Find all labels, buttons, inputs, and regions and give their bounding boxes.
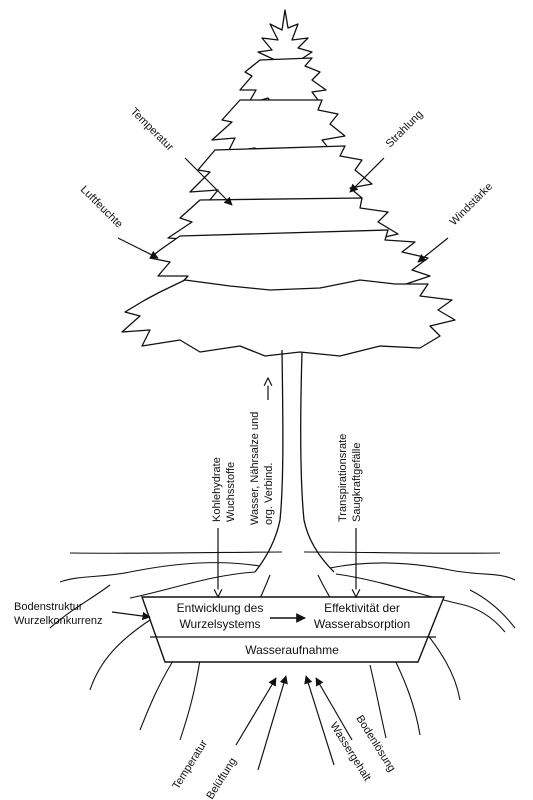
label-wasser-line1: Wasser, Nährsalze und xyxy=(249,412,261,525)
ground-line xyxy=(70,552,500,553)
label-kohlehydrate-line1: Kohlehydrate xyxy=(211,457,223,522)
label-soil-beluftung: Belüftung xyxy=(204,756,239,800)
arrow-soil-temperatur xyxy=(236,678,276,745)
box-wasseraufnahme: Wasseraufnahme xyxy=(245,643,339,657)
label-strahlung: Strahlung xyxy=(384,108,426,150)
label-temperatur: Temperatur xyxy=(128,106,176,154)
trunk xyxy=(255,350,334,572)
arrow-soil-wassergehalt xyxy=(306,676,334,765)
label-bodenstruktur: Bodenstruktur xyxy=(14,601,83,613)
arrow-soil-beluftung xyxy=(258,676,286,770)
arrow-windstaerke xyxy=(418,238,448,262)
label-soil-temperatur: Temperatur xyxy=(170,738,210,792)
arrow-luftfeuchte xyxy=(118,238,158,258)
box-effektivitaet-line2: Wasserabsorption xyxy=(314,617,410,631)
label-transpiration-line2: Saugkraftgefälle xyxy=(351,443,363,523)
box-entwicklung-line1: Entwicklung des xyxy=(177,601,264,615)
arrow-bodenstruktur xyxy=(112,612,150,617)
label-luftfeuchte: Luftfeuchte xyxy=(78,184,125,231)
root-process-box: Entwicklung des Wurzelsystems Effektivit… xyxy=(142,597,444,662)
crown-tip xyxy=(258,10,312,60)
label-kohlehydrate-line2: Wuchsstoffe xyxy=(225,462,237,522)
box-effektivitaet-line1: Effektivität der xyxy=(324,601,400,615)
label-wasser-line2: org. Verbind. xyxy=(263,463,275,525)
tree-crown xyxy=(122,10,455,356)
label-windstaerke: Windstärke xyxy=(448,181,495,228)
label-transpiration-line1: Transpirationsrate xyxy=(337,434,349,522)
box-entwicklung-line2: Wurzelsystems xyxy=(179,617,260,631)
crown-tier-bottom xyxy=(122,280,455,356)
label-wurzelkonkurrenz: Wurzelkonkurrenz xyxy=(14,615,102,627)
